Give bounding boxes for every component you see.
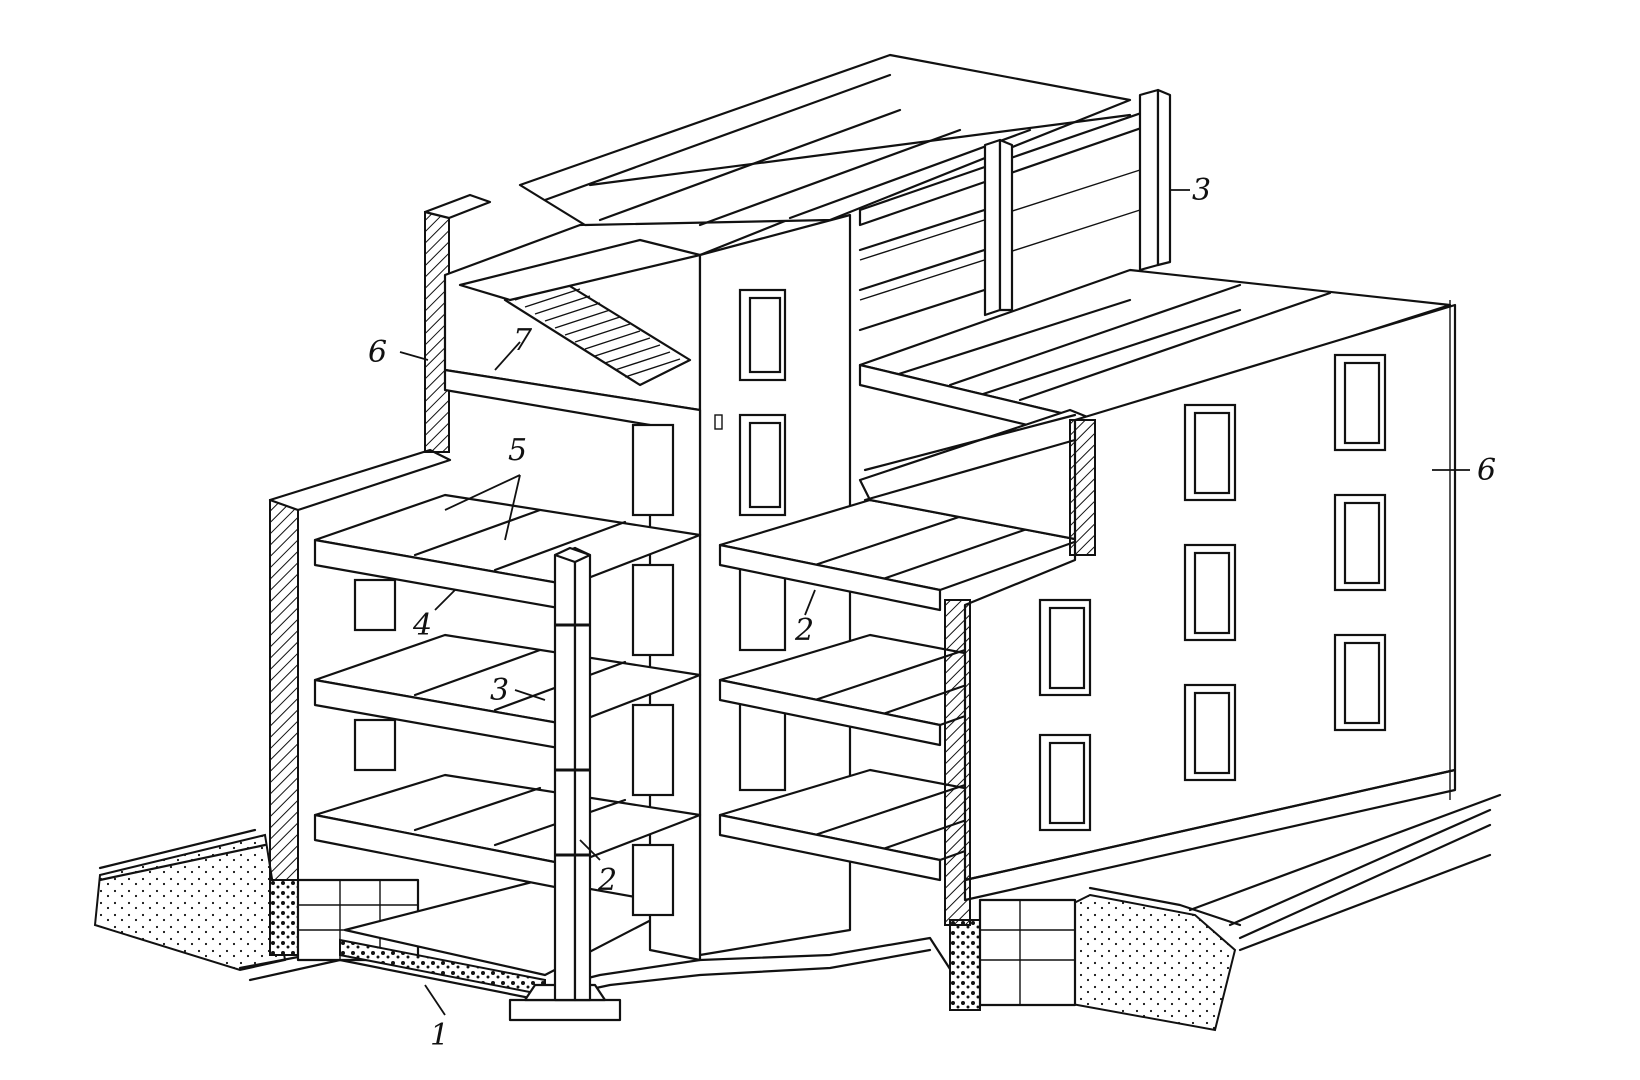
callout-7: 7: [513, 323, 533, 358]
callout-2-upper: 2: [794, 613, 814, 648]
stair-core: [443, 213, 852, 962]
left-floors: [313, 493, 702, 892]
columns: [553, 88, 1172, 1002]
callout-3-lower: 3: [490, 673, 509, 708]
callout-6-left: 6: [368, 335, 387, 370]
callout-6-right: 6: [1477, 453, 1496, 488]
foundation-left-wall: [269, 879, 299, 956]
column-front: [553, 546, 577, 1002]
callouts: 1 2 2 3 3 4 5 6 6 7: [368, 173, 1496, 1053]
right-end-wall: [944, 300, 1457, 926]
column-upper-right: [1138, 88, 1160, 272]
left-wall-section: [269, 499, 299, 881]
foundations: [269, 878, 1077, 1022]
callout-2-lower: 2: [597, 863, 617, 898]
right-wall-section: [944, 599, 971, 926]
stair-flight: [458, 238, 702, 387]
soil-left: [93, 833, 287, 972]
core-window: [738, 698, 787, 792]
callout-3-upper: 3: [1192, 173, 1211, 208]
callout-1: 1: [430, 1018, 449, 1053]
column-footing: [508, 998, 622, 1022]
callout-5: 5: [508, 433, 527, 468]
callout-4: 4: [412, 608, 432, 643]
foundation-right-wall: [949, 919, 981, 1011]
left-end-wall: [268, 193, 492, 881]
roof-slabs: [518, 53, 1132, 227]
column-upper-mid: [983, 138, 1002, 317]
facade-windows: [1038, 353, 1387, 832]
